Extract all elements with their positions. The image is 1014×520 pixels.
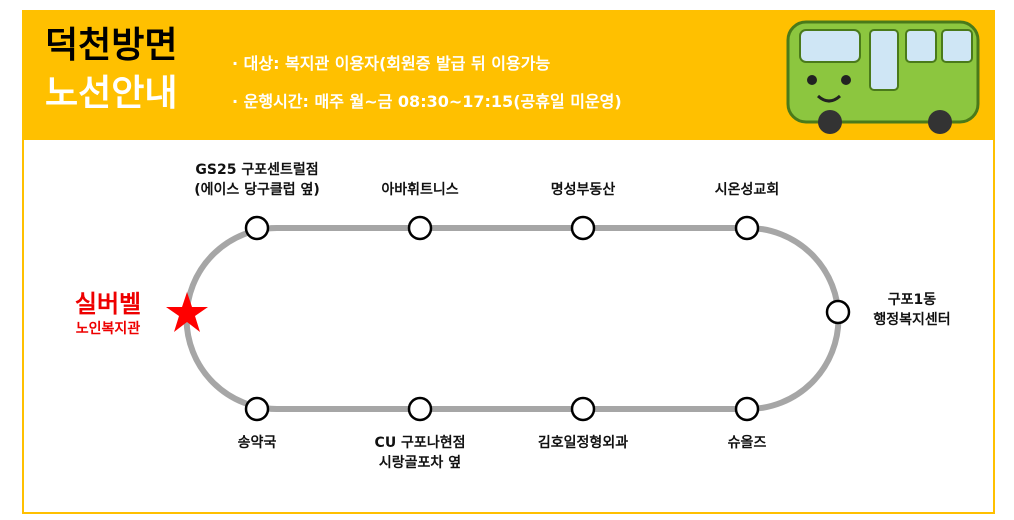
stop-label-line: 시랑골포차 옆	[378, 455, 462, 471]
stop-label-line: 명성부동산	[550, 182, 616, 198]
bus-icon	[786, 20, 980, 134]
stop-label-line: GS25 구포센트럴점	[195, 162, 319, 178]
stop-marker	[407, 215, 433, 241]
stop-label-line: 행정복지센터	[873, 312, 951, 328]
stop-label-line: (에이스 당구클럽 옆)	[194, 182, 320, 198]
origin-name: 실버벨	[74, 290, 142, 318]
stop-marker	[825, 299, 851, 325]
title-line-2: 노선안내	[45, 73, 178, 114]
stop-label-line: 김호일정형외과	[537, 435, 629, 451]
stop-marker	[734, 396, 760, 422]
stop-marker	[244, 215, 270, 241]
stop-label-line: 시온성교회	[714, 182, 780, 198]
stop-marker	[570, 215, 596, 241]
stop-label: 김호일정형외과	[538, 433, 628, 453]
stop-label: 아바휘트니스	[381, 180, 458, 200]
target-info: · 대상: 복지관 이용자(회원증 발급 뒤 이용가능	[232, 54, 551, 73]
title-line-1: 덕천방면	[45, 25, 178, 66]
stop-label-line: 슈올즈	[727, 435, 767, 451]
route-frame	[22, 138, 995, 514]
stop-marker	[244, 396, 270, 422]
stop-label-line: 구포1동	[887, 292, 937, 308]
stop-label: 슈올즈	[728, 433, 767, 453]
hours-info: · 운행시간: 매주 월~금 08:30~17:15(공휴일 미운영)	[232, 92, 622, 111]
route-line	[183, 225, 842, 412]
stop-label-line: 송약국	[237, 435, 277, 451]
stop-label-line: 아바휘트니스	[381, 182, 459, 198]
stop-marker	[734, 215, 760, 241]
stop-label: 송약국	[238, 433, 277, 453]
origin-label: 실버벨 노인복지관	[75, 290, 141, 338]
stop-label: 시온성교회	[715, 180, 779, 200]
stop-label: 명성부동산	[551, 180, 615, 200]
stop-marker	[570, 396, 596, 422]
stop-marker	[407, 396, 433, 422]
origin-star-icon	[166, 292, 208, 332]
stop-label-line: CU 구포나현점	[374, 435, 466, 451]
origin-sub: 노인복지관	[75, 321, 141, 337]
stop-label: GS25 구포센트럴점 (에이스 당구클럽 옆)	[194, 160, 320, 200]
page-title: 덕천방면 노선안내	[45, 22, 177, 118]
